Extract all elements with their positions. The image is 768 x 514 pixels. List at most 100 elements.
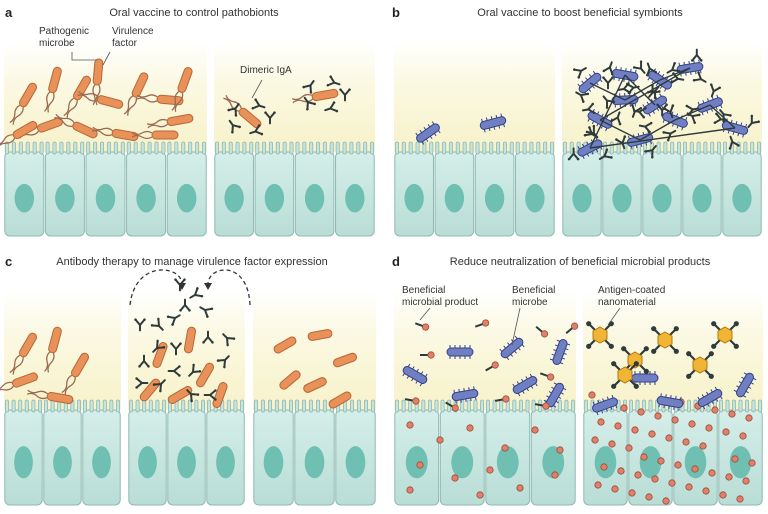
d-nanomaterial-armtip [633,361,639,367]
d2-microvillus [725,399,730,413]
d-symbiont-pilus [517,393,521,397]
b2-microvillus [656,141,661,155]
a-iga-tip [348,88,351,91]
d-nanomaterial-armtip [643,346,649,352]
a-pathogen [111,128,139,142]
a-pathogen-flagellum [78,91,99,98]
c-treated-pathogen-body [212,382,228,408]
a-pathogen-flagellum [171,91,180,111]
d-nanomaterial-armtip [651,348,657,354]
d2-microvillus [732,399,737,413]
d2-symbiont-pilus [597,399,600,404]
b-coated-symbiont-pilus [650,141,652,145]
a-coated-pathogen-flagellum [291,93,313,101]
d-symbiont-pilus [551,353,555,356]
a2-microvillus [242,141,247,155]
d-symbiont-pilus [465,398,467,402]
d-symbiont-pilus [512,383,515,387]
d2-symbiont-pilus [715,398,719,402]
d2-product [685,483,693,491]
c-pathogen-body [19,332,37,358]
a-pathogen-flagellum [95,84,101,106]
c-pathogen-flagellum [26,392,48,400]
b1-microvillus [422,141,427,155]
d-nanomaterial-armtip [673,348,679,354]
a-pathogen-flagellum [47,92,55,113]
c1-microvillus [89,399,94,413]
b-iga-tip [673,62,676,65]
d1-microvillus [394,399,399,413]
b-symbiont-body [479,116,507,130]
b2-microvillus [689,141,694,155]
d-symbiont-body [446,347,474,357]
b-iga [598,148,613,160]
d-symbiont-pilus [411,378,414,382]
b1-microvillus [469,141,474,155]
d-symbiont-pilus [455,400,457,404]
b1-microvillus [442,141,447,155]
a-iga-tip [313,102,316,106]
b-coated-symbiont-pilus [745,123,748,128]
d-symbiont-pilus [522,390,525,394]
d-absorbed-product [486,466,494,474]
b-symbiont-pilus [485,117,488,121]
b2-microvillus [703,141,708,155]
c3-microvillus [260,399,265,413]
panel-a-letter: a [5,5,13,20]
d2-symbiont-pilus [658,404,660,408]
epithelium-layer [4,141,763,506]
d2-symbiont-pilus [611,394,614,398]
b-symbiont-pilus [419,129,423,133]
c-free-antibody [179,298,191,312]
b1-microvillus [482,141,487,155]
d2-symbiont-pilus [733,389,737,393]
b-iga-tip [576,157,580,161]
b-coated-symbiont-pilus [618,77,620,82]
a2-microvillus [228,141,233,155]
b-iga-tip [605,106,609,109]
d-nanomaterial-armtip [686,351,692,357]
c-treated-pathogen-body [167,386,193,404]
a-pathogen-flagella [44,91,55,113]
a-pathogen [151,130,179,140]
b-iga-crosslink [589,74,626,149]
a-iga [303,96,316,111]
c-plain-microbe-body [273,336,297,354]
d2-symbiont [656,393,684,411]
d-absorbed-product [406,421,414,429]
b-iga [710,83,721,98]
a1-microvillus [195,141,200,155]
a-iga-tip [339,88,342,91]
a-iga-tip [332,101,336,104]
d-symbiont-pilus [529,373,533,377]
pathogenic-microbe-line1: Pathogenic [39,26,90,37]
a1-microvillus [113,141,118,155]
c-plain-microbe-body [332,352,358,368]
a-coated-pathogen-flagella [291,93,313,104]
beneficial-microbe-leader [511,307,521,346]
b-coated-symbiont-pilus [597,111,600,115]
d2-product [742,477,750,485]
b-coated-symbiont-pilus [715,106,718,110]
c-antibody [170,342,182,356]
b-iga-tip [651,155,654,159]
b-iga [583,126,598,138]
c-pathogen-flagellum [61,374,73,394]
panel-b-title: Oral vaccine to boost beneficial symbion… [477,7,683,19]
b1-microvillus [455,141,460,155]
c-pathogen-flagellum [27,389,48,395]
virulence-factor-line2: factor [112,38,138,49]
d-absorbed-product [501,444,509,452]
c-plain-microbe-body [303,377,327,393]
d-nanomaterial-armtip [586,343,592,349]
d-product [445,401,459,412]
b-coated-symbiont-pilus [660,105,664,109]
d2-product [748,459,756,467]
a1-microvillus [120,141,125,155]
d1-microvillus [557,399,562,413]
c3-microvillus [308,399,313,413]
b2-microvillus [683,141,688,155]
d-symbiont [499,335,525,361]
a-iga-tip [231,130,234,134]
c-plain-microbe [303,377,327,393]
